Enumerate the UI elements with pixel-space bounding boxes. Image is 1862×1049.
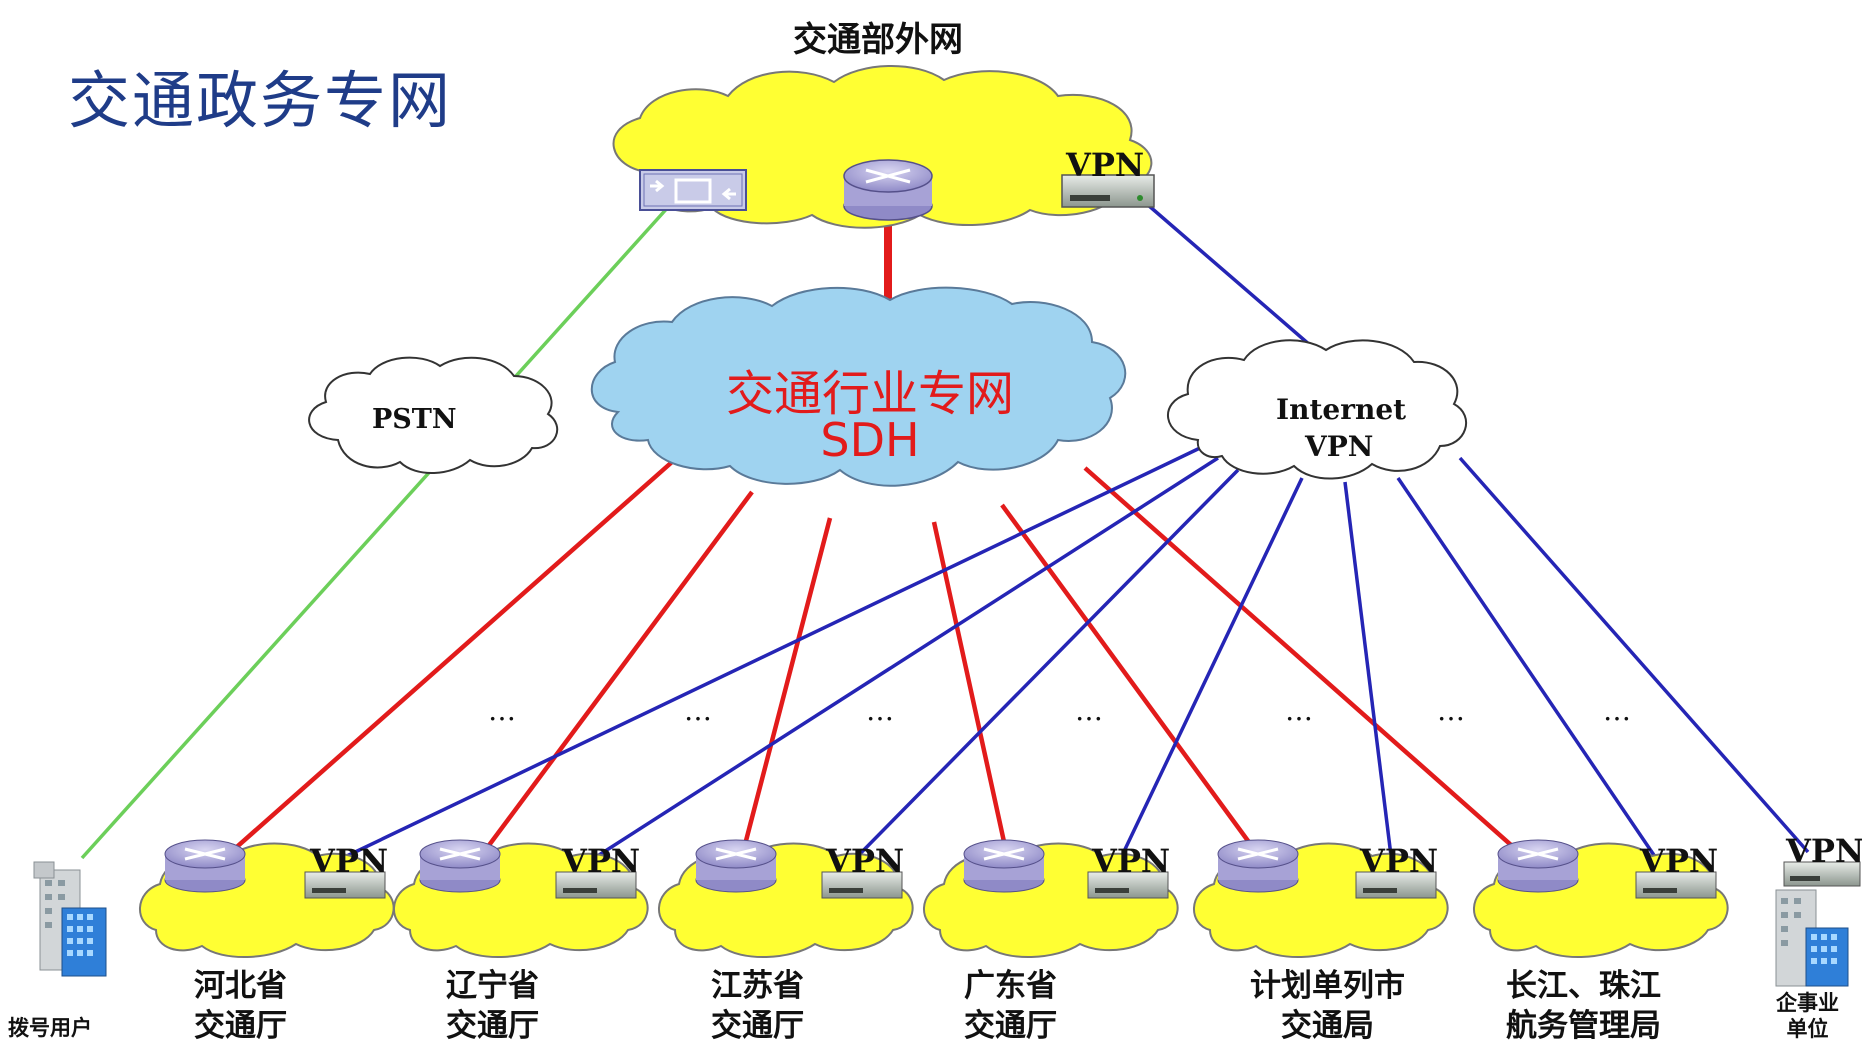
building-icon <box>1775 889 1849 987</box>
sdh-link-guangdong <box>931 521 1011 861</box>
vpn-link-hebei <box>329 446 1201 866</box>
vpn-label: VPN <box>1360 842 1439 880</box>
internet-cloud <box>1166 339 1468 480</box>
dialup-label: 拨号用户 <box>8 1015 92 1040</box>
router-icon <box>164 839 246 893</box>
enterprise-label: 企事业 单位 <box>1776 990 1839 1042</box>
node-subname: 交通厅 <box>446 1008 539 1044</box>
node-name: 辽宁省 <box>446 968 539 1004</box>
sdh-link-hebei <box>220 460 674 862</box>
vpn-label: VPN <box>1786 832 1862 870</box>
vpn-server-icon <box>1355 871 1437 899</box>
sdh-link-jiangsu <box>738 517 833 861</box>
router-icon <box>843 159 933 221</box>
node-label-city: 计划单列市 交通局 <box>1250 966 1405 1046</box>
vpn-server-icon <box>1087 871 1169 899</box>
sdh-link-river <box>1083 466 1530 862</box>
links <box>80 203 1810 866</box>
building-icon <box>33 861 107 977</box>
router-icon <box>419 839 501 893</box>
node-subname: 交通局 <box>1281 1008 1374 1044</box>
vpn-label: VPN <box>1092 842 1171 880</box>
top-cloud-label: 交通部外网 <box>793 20 963 60</box>
sdh-cloud-title: 交通行业专网 <box>726 366 1014 422</box>
vpn-server-icon <box>1783 861 1861 887</box>
vpn-link-liaoning <box>584 456 1219 866</box>
vpn-label: VPN <box>562 842 641 880</box>
ellipsis: … <box>684 694 713 727</box>
vpn-server-icon <box>821 871 903 899</box>
node-label-guangdong: 广东省 交通厅 <box>964 966 1057 1046</box>
vpn-label: VPN <box>826 842 905 880</box>
node-name: 河北省 <box>194 968 287 1004</box>
router-icon <box>1217 839 1299 893</box>
internet-vpn-label: VPN <box>1305 430 1374 463</box>
router-icon <box>963 839 1045 893</box>
page-title: 交通政务专网 <box>68 64 453 137</box>
node-subname: 交通厅 <box>194 1008 287 1044</box>
vpn-link-guangdong <box>1116 477 1304 865</box>
vpn-server-icon <box>304 871 386 899</box>
ellipsis: … <box>1285 694 1314 727</box>
node-subname: 航务管理局 <box>1506 1008 1661 1044</box>
vpn-server-icon <box>555 871 637 899</box>
vpn-uplink <box>1146 203 1320 354</box>
node-label-jiangsu: 江苏省 交通厅 <box>711 966 804 1046</box>
node-name: 江苏省 <box>711 968 804 1004</box>
switch-icon <box>639 169 747 211</box>
pstn-cloud <box>308 356 559 474</box>
vpn-link-jiangsu <box>848 468 1240 866</box>
sdh-link-city <box>1000 503 1264 862</box>
internet-label: Internet <box>1276 393 1407 426</box>
node-subname: 交通厅 <box>711 1008 804 1044</box>
sdh-links <box>220 460 1530 862</box>
province-devices <box>164 839 1861 899</box>
vpn-links <box>329 446 1810 866</box>
node-label-river: 长江、珠江 航务管理局 <box>1506 966 1661 1046</box>
vpn-link-river <box>1396 477 1662 865</box>
vpn-label: VPN <box>310 842 389 880</box>
vpn-label: VPN <box>1066 146 1145 184</box>
node-subname: 交通厅 <box>964 1008 1057 1044</box>
ellipsis: … <box>1603 694 1632 727</box>
top-cloud <box>612 65 1153 229</box>
dialup-link <box>80 203 672 860</box>
node-label-hebei: 河北省 交通厅 <box>194 966 287 1046</box>
sdh-link-liaoning <box>476 490 754 862</box>
pstn-label: PSTN <box>372 404 457 435</box>
vpn-server-icon <box>1061 174 1155 208</box>
vpn-link-enterprise <box>1458 456 1810 854</box>
node-name: 长江、珠江 <box>1506 968 1661 1004</box>
ellipsis: … <box>1075 694 1104 727</box>
router-icon <box>1497 839 1579 893</box>
node-name: 广东省 <box>964 968 1057 1004</box>
sdh-cloud <box>590 286 1127 487</box>
node-label-liaoning: 辽宁省 交通厅 <box>446 966 539 1046</box>
vpn-label: VPN <box>1640 842 1719 880</box>
enterprise-name: 企事业 <box>1776 990 1839 1015</box>
enterprise-subname: 单位 <box>1786 1016 1829 1041</box>
router-icon <box>695 839 777 893</box>
sdh-cloud-subtitle: SDH <box>820 413 919 467</box>
ellipsis: … <box>488 694 517 727</box>
ellipsis: … <box>1437 694 1466 727</box>
node-name: 计划单列市 <box>1250 968 1405 1004</box>
vpn-server-icon <box>1635 871 1717 899</box>
ellipsis: … <box>866 694 895 727</box>
vpn-link-city <box>1343 481 1394 865</box>
